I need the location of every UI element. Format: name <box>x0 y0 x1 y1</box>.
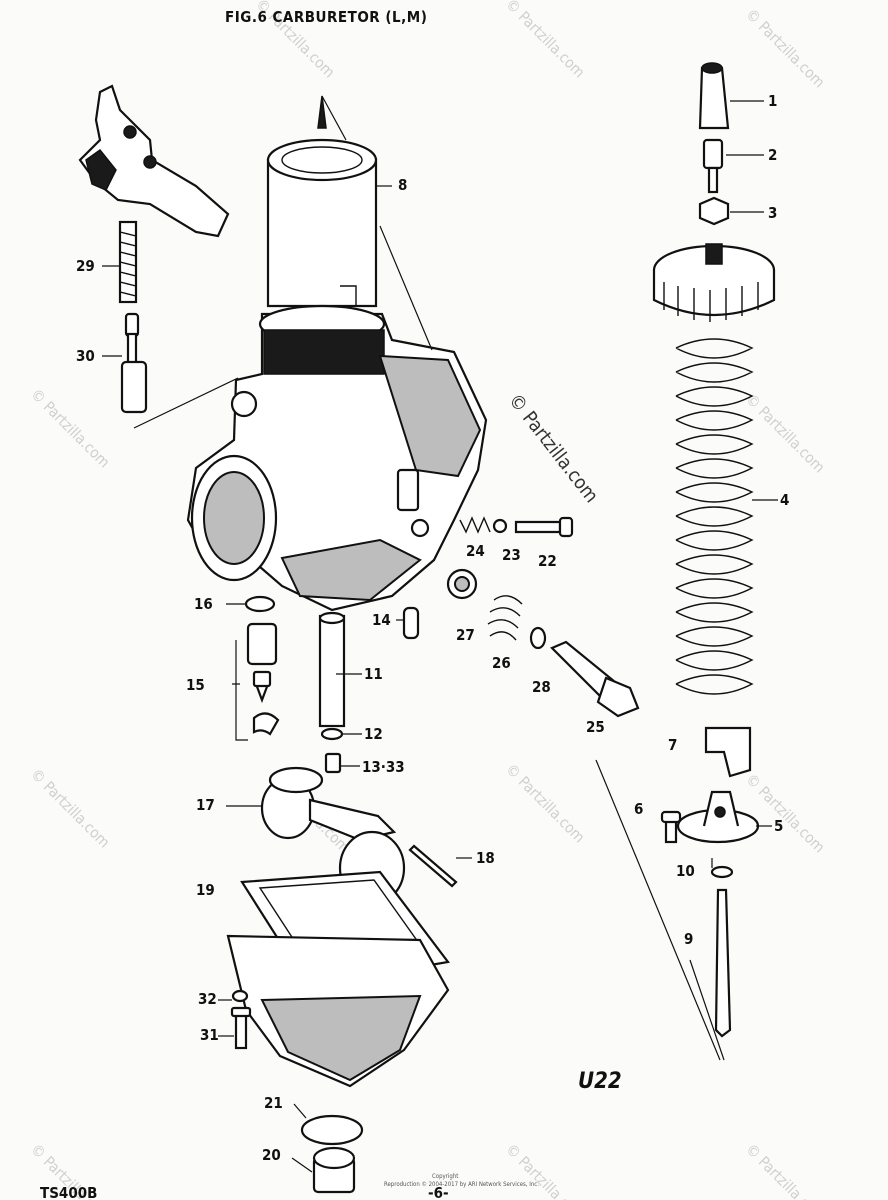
part-25-air-screw <box>550 640 640 718</box>
callout-23: 23 <box>502 546 521 564</box>
callout-24: 24 <box>466 542 485 560</box>
callout-32: 32 <box>198 990 217 1008</box>
callout-19: 19 <box>196 881 215 899</box>
watermark-text: © Partzilla.com <box>742 390 828 476</box>
part-11-needle-jet <box>318 611 346 728</box>
callout-25: 25 <box>586 718 605 736</box>
callout-10: 10 <box>676 862 695 880</box>
callout-2: 2 <box>768 146 777 164</box>
part-24-spring <box>459 516 491 534</box>
watermark-text: © Partzilla.com <box>742 1140 828 1200</box>
callout-31: 31 <box>200 1026 219 1044</box>
callout-18: 18 <box>476 849 495 867</box>
callout-1: 1 <box>768 92 777 110</box>
watermark-text: © Partzilla.com <box>502 760 588 846</box>
callout-28: 28 <box>532 678 551 696</box>
part-26-spring <box>487 595 523 641</box>
callout-26: 26 <box>492 654 511 672</box>
part-31-screw <box>230 1006 252 1050</box>
callout-29: 29 <box>76 257 95 275</box>
part-30-cable-adjuster <box>120 312 148 414</box>
part-15-float-valve <box>232 622 280 741</box>
callout-17: 17 <box>196 796 215 814</box>
watermark-text: © Partzilla.com <box>502 0 588 81</box>
part-22-screw <box>514 516 574 538</box>
callout-16: 16 <box>194 595 213 613</box>
callout-labels: 1 2 3 4 5 6 7 8 9 10 11 12 13·33 14 15 1… <box>76 92 789 1164</box>
part-7-clip <box>704 726 752 778</box>
callout-6: 6 <box>634 800 643 818</box>
diagram-code: U22 <box>578 1069 622 1094</box>
part-18-pin <box>408 844 458 888</box>
watermark-text: © Partzilla.com <box>27 765 113 851</box>
part-23-washer <box>492 518 508 534</box>
part-12-washer <box>320 727 344 741</box>
watermark-text: © Partzilla.com <box>504 390 602 507</box>
carburetor-body <box>186 304 488 612</box>
part-29-spring <box>118 220 138 304</box>
watermark-text: © Partzilla.com <box>742 770 828 856</box>
callout-3: 3 <box>768 204 777 222</box>
callout-12: 12 <box>364 725 383 743</box>
part-2-adjuster <box>702 138 724 194</box>
footer-copyright: Copyright <box>432 1173 458 1180</box>
part-mixing-chamber-top <box>652 243 776 322</box>
callout-9: 9 <box>684 930 693 948</box>
part-16-gasket <box>244 595 276 613</box>
part-1-cap <box>698 62 730 130</box>
part-20-plug <box>312 1146 356 1194</box>
watermark-text: © Partzilla.com <box>502 1140 588 1200</box>
part-13-main-jet <box>324 752 342 774</box>
callout-7: 7 <box>668 736 677 754</box>
callout-5: 5 <box>774 817 783 835</box>
callout-30: 30 <box>76 347 95 365</box>
part-5-needle-retainer <box>676 790 760 844</box>
part-6-screw <box>660 810 682 844</box>
callout-4: 4 <box>780 491 789 509</box>
callout-13-33: 13·33 <box>362 758 405 776</box>
callout-27: 27 <box>456 626 475 644</box>
part-float-bowl <box>226 934 450 1088</box>
part-throttle-lever <box>78 84 230 238</box>
callout-8: 8 <box>398 176 407 194</box>
part-8-throttle-slide <box>266 95 378 308</box>
part-4-spring <box>675 338 754 695</box>
callout-11: 11 <box>364 665 383 683</box>
watermark-text: © Partzilla.com <box>27 385 113 471</box>
page-number: -6- <box>428 1184 449 1200</box>
figure-title: FIG.6 CARBURETOR (L,M) <box>225 8 427 26</box>
part-10-clip-ring <box>710 865 734 879</box>
callout-20: 20 <box>262 1146 281 1164</box>
leader-lines <box>102 95 778 1173</box>
part-21-oring <box>300 1114 364 1146</box>
callout-21: 21 <box>264 1094 283 1112</box>
part-3-nut <box>698 196 730 226</box>
callout-15: 15 <box>186 676 205 694</box>
footer-reproduction: Reproduction © 2004-2017 by ARI Network … <box>384 1181 539 1188</box>
part-28-oring <box>529 626 547 650</box>
callout-14: 14 <box>372 611 391 629</box>
part-32-washer <box>231 989 249 1003</box>
callout-22: 22 <box>538 552 557 570</box>
part-14-fitting <box>402 606 420 640</box>
watermark-text: © Partzilla.com <box>742 5 828 91</box>
part-9-jet-needle <box>714 888 732 1038</box>
model-label: TS400B <box>40 1184 97 1200</box>
part-27-cap <box>446 568 478 600</box>
